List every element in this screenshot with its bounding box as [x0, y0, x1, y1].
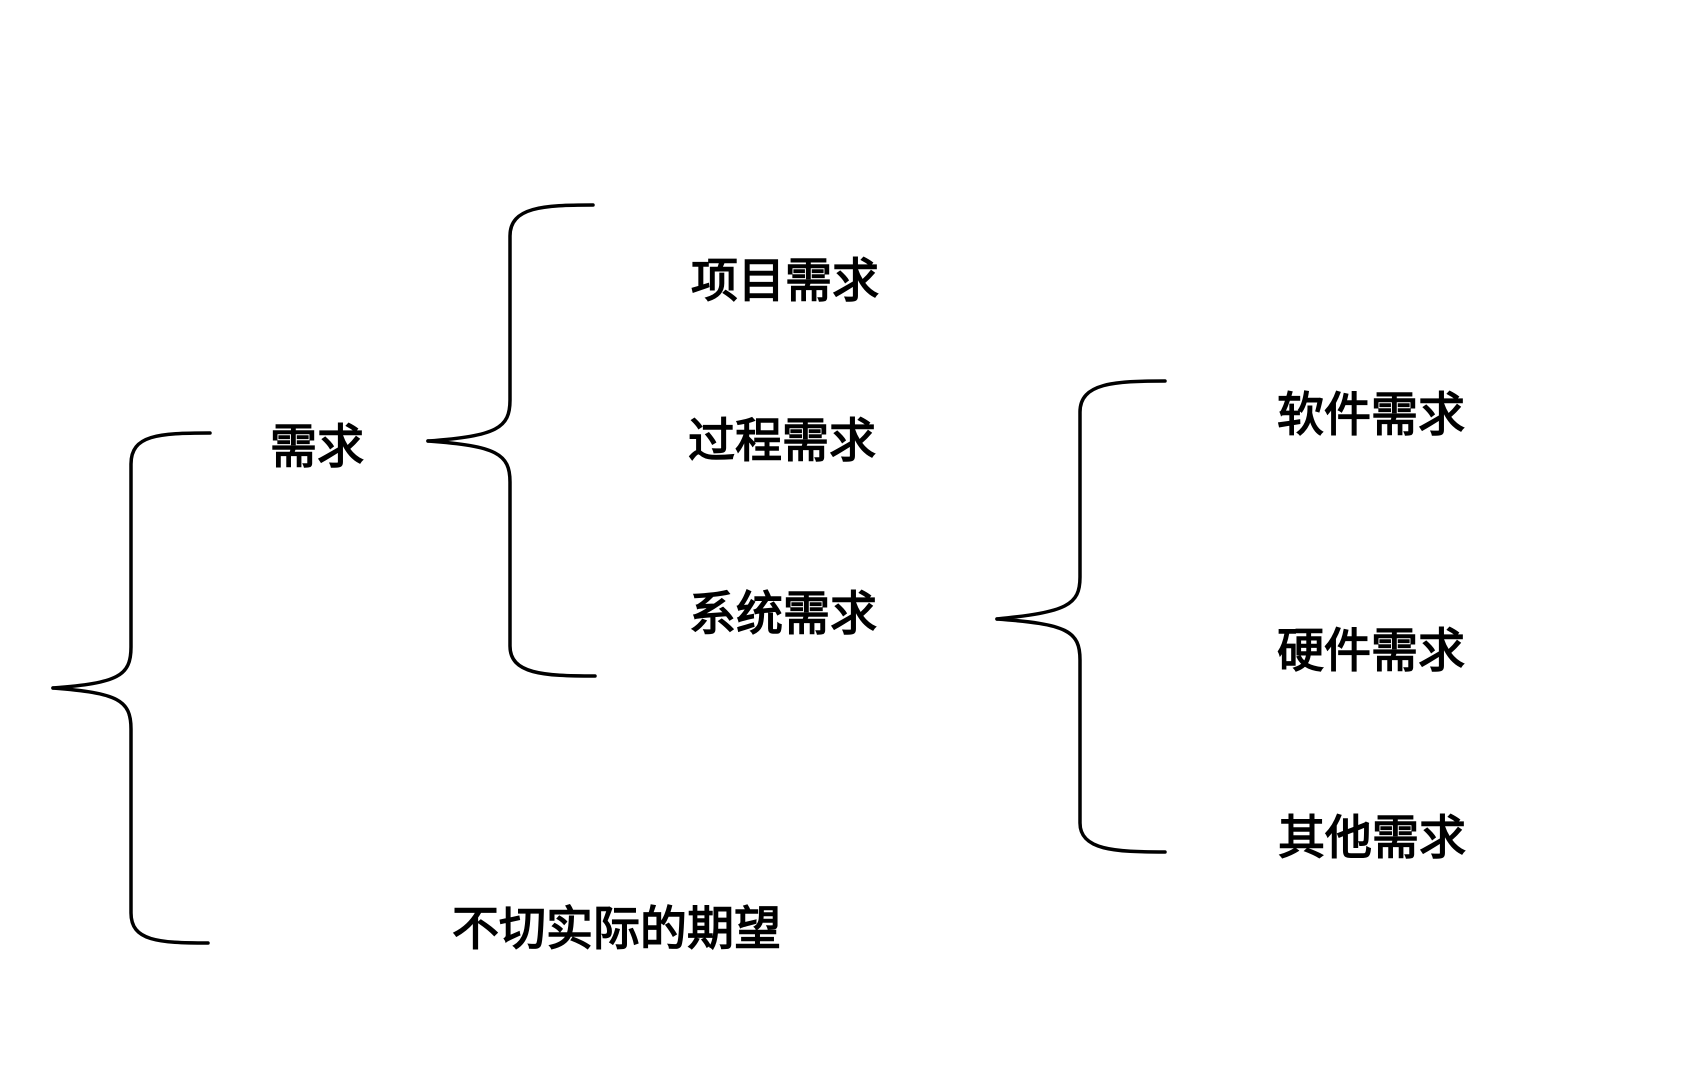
- node-requirements[interactable]: 需求: [270, 420, 364, 473]
- node-project-requirements[interactable]: 项目需求: [691, 254, 879, 307]
- node-system-requirements[interactable]: 系统需求: [689, 587, 877, 640]
- brace-root: [51, 431, 212, 945]
- brace-system-requirements: [995, 379, 1167, 854]
- node-software-requirements[interactable]: 软件需求: [1277, 388, 1465, 441]
- brace-requirements: [426, 203, 597, 678]
- node-process-requirements[interactable]: 过程需求: [688, 414, 876, 467]
- node-other-requirements[interactable]: 其他需求: [1278, 811, 1466, 864]
- node-unrealistic-expectations[interactable]: 不切实际的期望: [452, 902, 781, 955]
- node-hardware-requirements[interactable]: 硬件需求: [1277, 624, 1465, 677]
